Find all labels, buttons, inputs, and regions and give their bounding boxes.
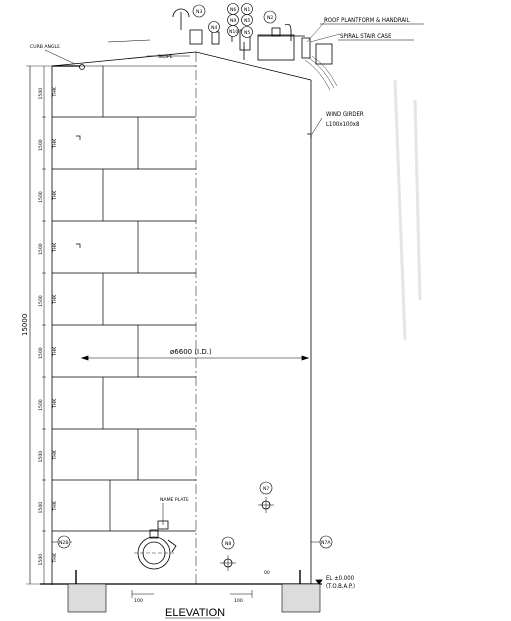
stair-hatch — [304, 17, 341, 91]
course-thk-label: THK — [52, 294, 58, 305]
name-plate — [157, 520, 169, 530]
foundation-left — [67, 570, 107, 613]
course-thk-label: THK — [52, 242, 58, 253]
dim-left-label: 100 — [134, 598, 143, 604]
name-plate-label: NAME PLATE — [160, 497, 189, 503]
course-height-label: 1500 — [38, 347, 44, 359]
foundation-right — [281, 570, 321, 613]
nozzle-n7a-tag — [319, 535, 333, 549]
nozzle-n5-tag — [241, 14, 253, 26]
nozzle-n5b-tag — [241, 26, 253, 38]
elevation-label: EL ±0.000 — [326, 575, 355, 582]
nozzle-n3-tag — [192, 4, 206, 18]
total-height-label: 15000 — [21, 314, 29, 336]
nozzle-n7a-label: N7A — [321, 540, 331, 546]
plate-seams — [102, 66, 139, 531]
course-thk-label: THK — [52, 500, 58, 511]
dim-zero-label: 00 — [264, 570, 270, 576]
course-thk-label: THK — [52, 86, 58, 97]
seam-marks — [76, 135, 81, 248]
elevation-marker — [315, 579, 323, 585]
curb-angle-marker — [79, 64, 85, 70]
course-height-label: 1500 — [38, 191, 44, 203]
nozzle-n7-label: N7 — [263, 486, 269, 492]
nozzle-n5b-label: N5 — [244, 30, 250, 36]
nozzle-n10-tag — [227, 25, 239, 37]
roof-equipment — [172, 8, 333, 65]
wind-girder-label: WIND GIRDER — [326, 111, 364, 118]
wind-girder-size-label: L100x100x8 — [326, 121, 360, 128]
course-height-label: 1500 — [38, 451, 44, 463]
curb-angle-leader — [44, 49, 76, 65]
nozzle-n9-label: N9 — [230, 18, 236, 24]
wind-girder-leader — [311, 117, 323, 135]
roof-line — [51, 51, 312, 81]
nozzle-n6-label: N6 — [230, 7, 236, 13]
nozzle-n2-tag — [263, 10, 277, 24]
course-seams — [52, 116, 196, 532]
nozzle-n2b-tag — [57, 535, 71, 549]
course-height-label: 1500 — [38, 399, 44, 411]
dim-right-label: 100 — [234, 598, 243, 604]
nozzle-n4-label: N4 — [211, 25, 217, 31]
course-height-label: 1500 — [38, 554, 44, 566]
drawing-title: ELEVATION — [165, 607, 225, 619]
slope-label: SLOPE — [158, 54, 173, 60]
nozzle-n2-label: N2 — [267, 15, 273, 21]
nozzle-n2b-label: N2B — [59, 540, 69, 546]
elevation-ref-label: (T.O.B.A.P.) — [326, 583, 355, 590]
course-height-label: 1500 — [38, 502, 44, 514]
nozzle-n8-label: N8 — [225, 541, 231, 547]
spiral-stair-label: SPIRAL STAIR CASE — [340, 33, 392, 40]
course-height-label: 1500 — [38, 295, 44, 307]
slope-leader — [107, 39, 151, 43]
nozzle-n7-tag — [259, 481, 273, 495]
nozzle-n5-label: N5 — [244, 18, 250, 24]
course-height-label: 1500 — [38, 243, 44, 255]
course-dimension-ticks — [42, 66, 46, 584]
curb-angle-label: CURB ANGLE — [30, 44, 60, 50]
course-thk-label: THK — [52, 190, 58, 201]
roof-platform-label: ROOF PLANTFORM & HANDRAIL — [324, 17, 410, 24]
course-height-label: 1500 — [38, 88, 44, 100]
course-thk-label: THK — [52, 398, 58, 409]
nozzle-n8-tag — [221, 536, 235, 550]
background-artifacts — [393, 79, 422, 341]
course-thk-label: THK — [52, 346, 58, 357]
nozzle-n3-label: N3 — [196, 9, 202, 15]
course-thk-label: THK — [52, 552, 58, 563]
shell-nozzles — [52, 497, 320, 571]
wind-girder — [307, 133, 312, 138]
course-thk-label: THK — [52, 449, 58, 460]
diameter-label: ø6600 (I.D.) — [170, 348, 212, 356]
nozzle-n10-label: N10 — [229, 29, 238, 35]
manhole — [134, 529, 177, 570]
course-thk-label: THK — [52, 138, 58, 149]
nozzle-n4-tag — [208, 21, 220, 33]
nozzle-n1-label: N1 — [244, 7, 250, 13]
course-height-label: 1500 — [38, 139, 44, 151]
